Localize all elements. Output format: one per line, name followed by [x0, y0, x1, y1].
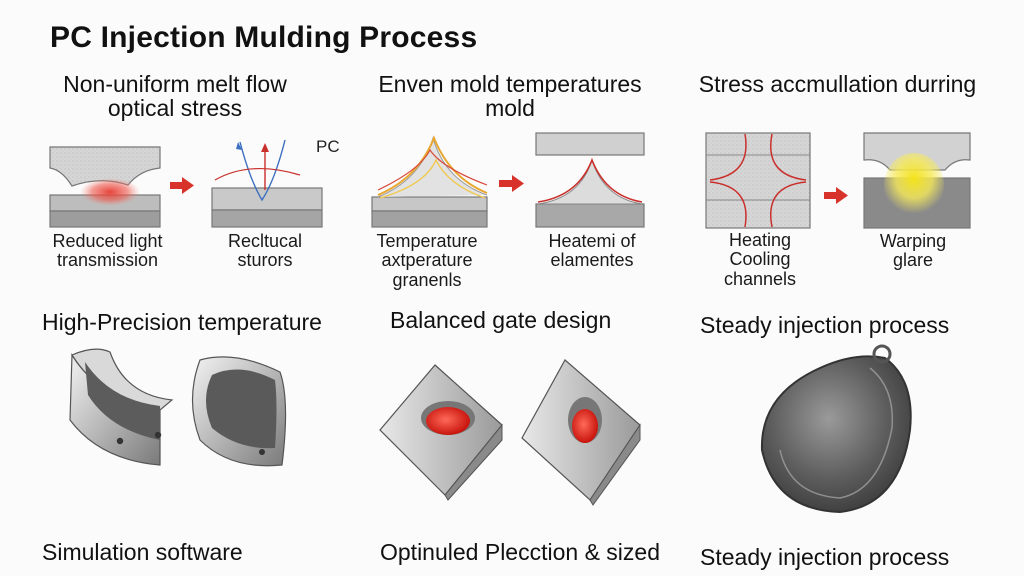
warping-glare-mold [863, 132, 971, 229]
footer-optimized-selection: Optinuled Plecction & sized [380, 539, 660, 565]
caption-line: Temperature [376, 231, 478, 251]
page-title: PC Injection Mulding Process [50, 21, 478, 54]
heading-line: optical stress [107, 95, 243, 122]
heading-line: Stress accmullation durring [698, 71, 977, 97]
heading-stress-accumulation: Stress accmullation durring [690, 72, 985, 96]
caption-temperature: Temperature axtperature granenls [362, 231, 492, 290]
caption-line: glare [892, 250, 934, 271]
heading-line: Non-uniform melt flow [63, 71, 287, 97]
caption-line: Heating [728, 230, 792, 250]
caption-line: Warping [879, 231, 947, 251]
heading-line: Enven mold temperatures [378, 71, 642, 97]
footer-injection-process: Steady injection process [700, 544, 950, 570]
refraction-diagram: PC [211, 137, 340, 228]
caption-line: granenls [392, 269, 462, 290]
solution-temperature: High-Precision temperature [42, 309, 322, 335]
caption-line: channels [723, 268, 797, 289]
caption-heatemi: Heatemi of elamentes [527, 231, 657, 271]
heading-melt-flow: Non-uniform melt flow optical stress [40, 72, 310, 120]
caption-recltucal: Recltucal sturors [200, 231, 330, 271]
caption-line: Reduced light [52, 231, 163, 251]
finished-pc-part [760, 344, 912, 514]
red-arrow-icon [499, 175, 524, 192]
red-arrow-icon [170, 177, 194, 194]
melt-flow-mold [49, 146, 161, 228]
caption-line: Recltucal [227, 231, 303, 251]
caption-line: Cooling [729, 249, 791, 270]
caption-line: elamentes [550, 250, 634, 271]
gate-block-left [379, 364, 503, 501]
curved-mold-part-left [69, 348, 174, 466]
caption-line: transmission [56, 250, 159, 271]
caption-line: Heatemi of [548, 231, 636, 251]
red-arrow-icon [824, 187, 848, 204]
caption-reduced-light: Reduced light transmission [40, 231, 175, 271]
solution-gate-design: Balanced gate design [390, 307, 612, 333]
gate-block-right [521, 359, 641, 506]
heading-mold-temperatures: Enven mold temperatures mold [365, 72, 655, 120]
curved-mold-part-right [191, 356, 287, 467]
footer-simulation-software: Simulation software [42, 539, 243, 565]
pc-label: PC [316, 137, 340, 156]
heat-element-mold [535, 132, 645, 228]
solution-injection-process: Steady injection process [700, 312, 950, 338]
heading-line: mold [485, 95, 535, 122]
temperature-curve-mold [371, 135, 488, 228]
caption-heating-cooling: Heating Cooling channels [695, 230, 825, 289]
caption-warping-glare: Warping glare [848, 231, 978, 271]
caption-line: sturors [237, 250, 293, 271]
cooling-channel-mold [705, 132, 811, 229]
caption-line: axtperature [381, 250, 473, 271]
